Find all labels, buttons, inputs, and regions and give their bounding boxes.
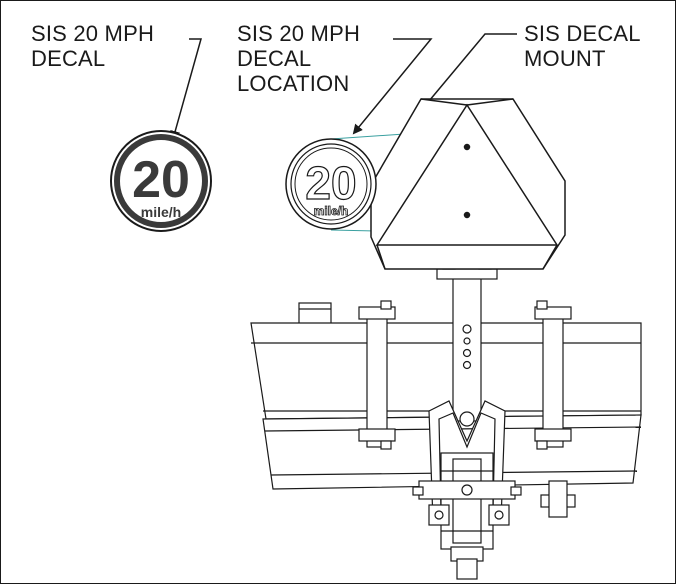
leader-decal [170,38,202,141]
decal-location-speed-text: 20 [305,157,356,209]
label-line: MOUNT [524,46,606,71]
label-line: SIS 20 MPH [237,21,361,46]
sis-20-mph-decal: 20 mile/h [110,130,212,232]
sis-decal-mount [370,98,566,270]
decal-speed-text: 20 [132,151,190,209]
implement-frame [250,260,642,580]
label-line: DECAL [237,46,312,71]
sis-20-mph-decal-location: 20 mile/h [285,138,377,230]
label-line: SIS DECAL [524,21,641,46]
label-line: LOCATION [237,71,350,96]
decal-unit-text: mile/h [141,204,181,220]
label-line: SIS 20 MPH [31,21,155,46]
leader-decal-mount [412,33,517,121]
leader-decal-location [352,38,433,135]
decal-location-unit-text: mile/h [314,204,349,218]
label-line: DECAL [31,46,106,71]
